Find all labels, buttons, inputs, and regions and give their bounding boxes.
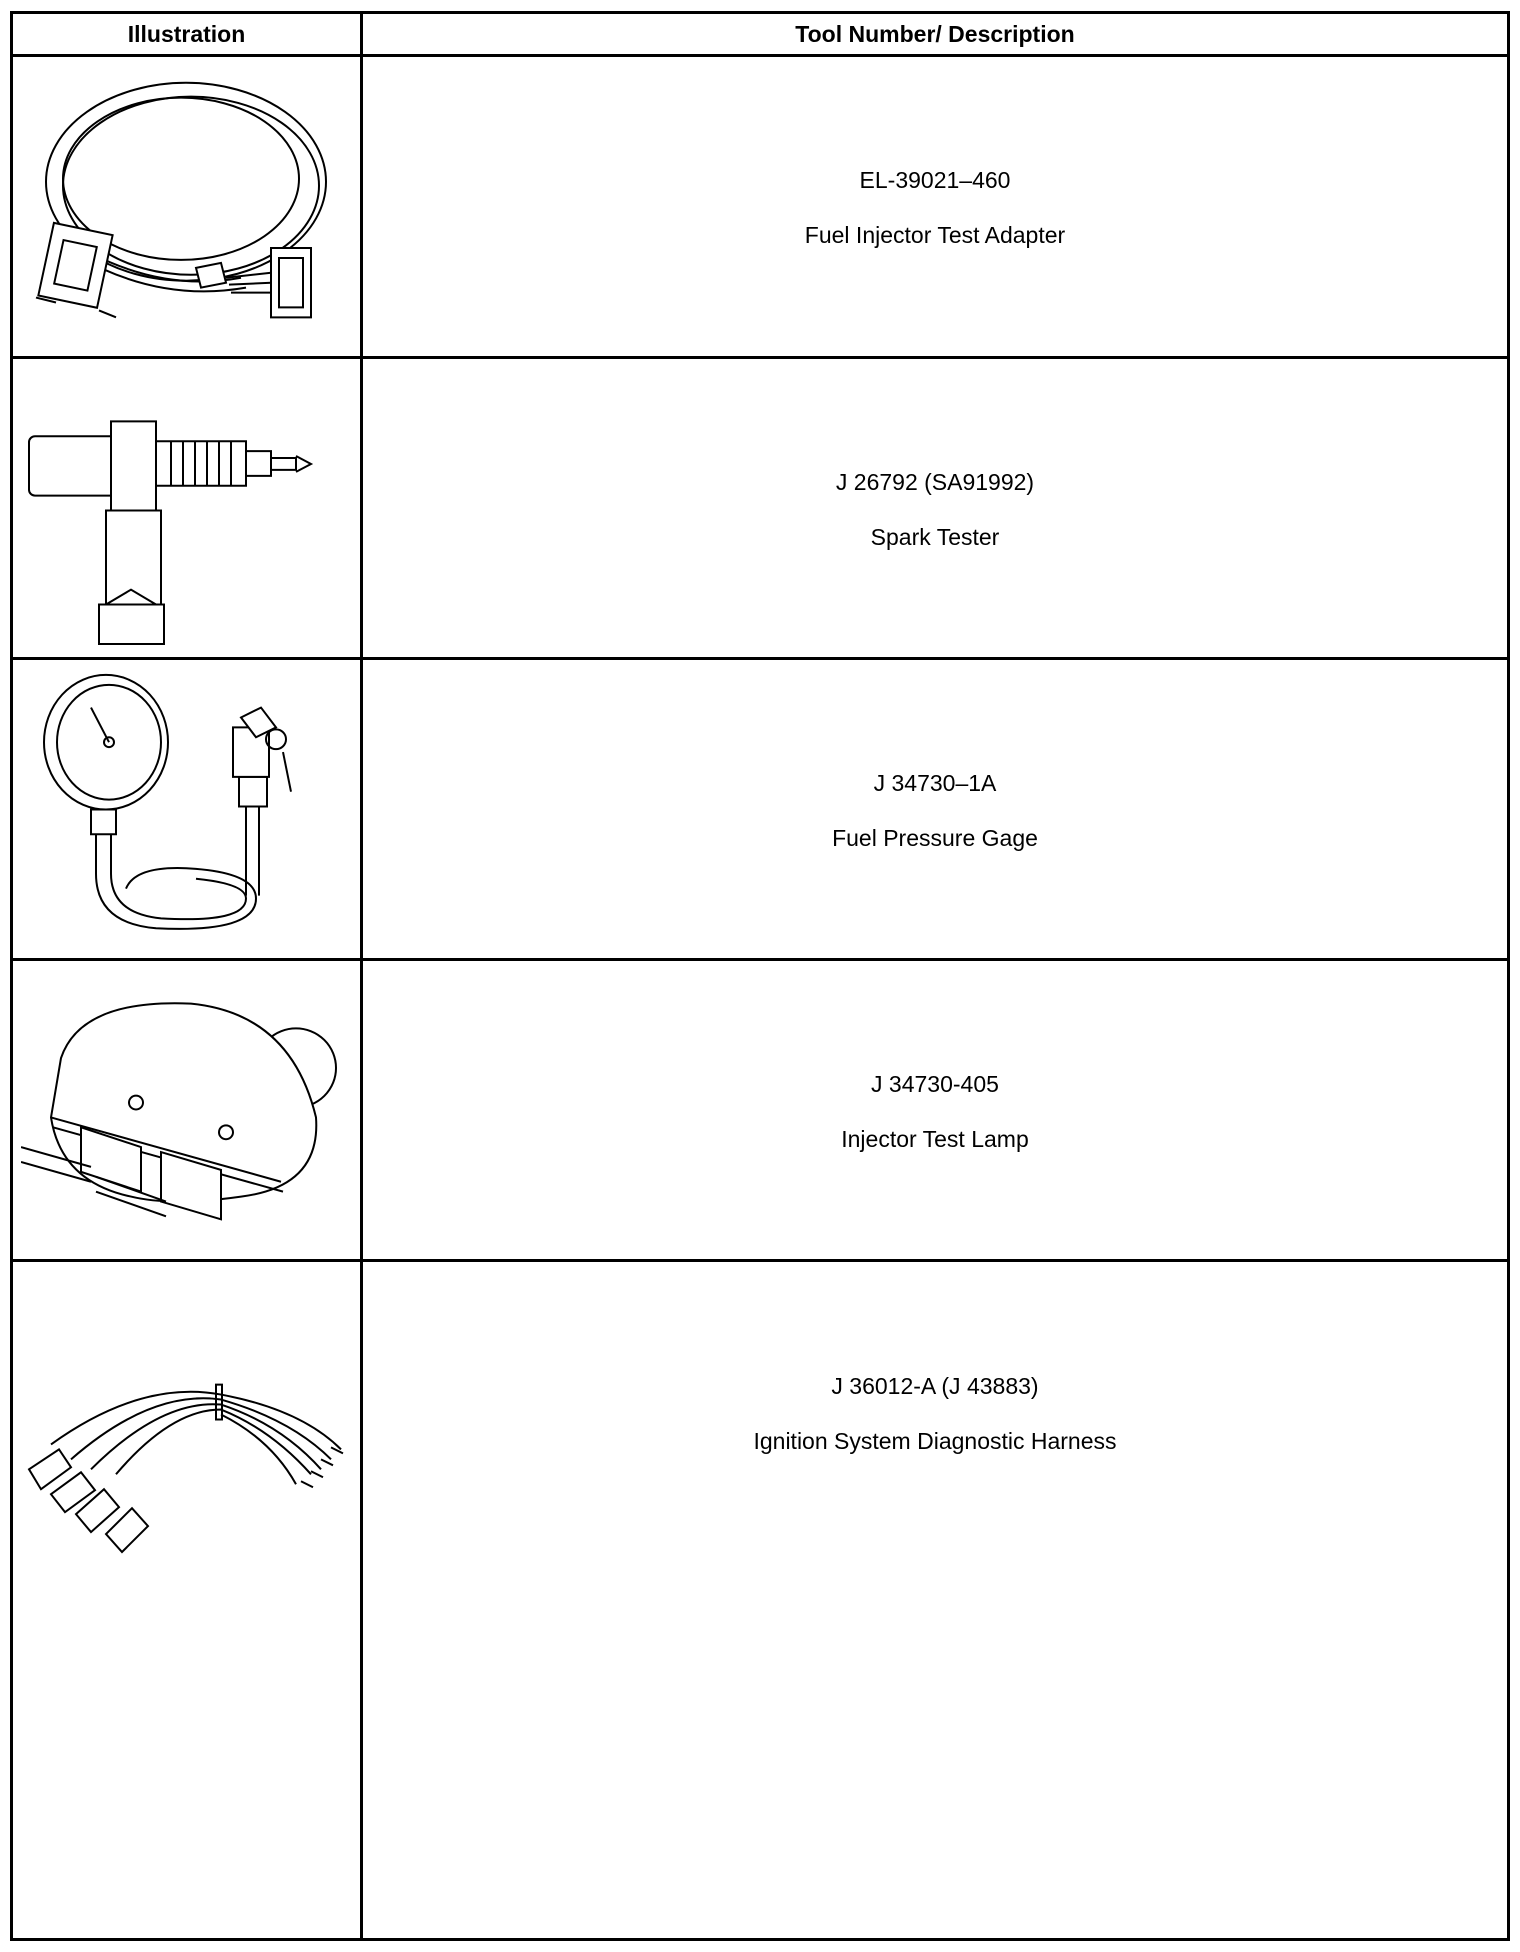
tool-number: J 26792 (SA91992) (835, 469, 1035, 495)
description-cell: J 26792 (SA91992) Spark Tester (363, 359, 1507, 657)
tool-number: J 34730-405 (871, 1071, 999, 1097)
test-lamp-icon (21, 969, 351, 1251)
tool-description: Ignition System Diagnostic Harness (753, 1428, 1117, 1454)
tool-number: EL-39021–460 (859, 167, 1011, 193)
description-header: Tool Number/ Description (795, 21, 1075, 47)
tool-description: Spark Tester (870, 524, 1000, 550)
illustration-header: Illustration (127, 21, 246, 47)
table-row: J 34730–1A Fuel Pressure Gage (13, 660, 1507, 961)
column-divider (360, 14, 363, 1938)
pressure-gauge-icon (21, 668, 351, 950)
harness-icon (21, 1270, 351, 1554)
description-cell: J 36012-A (J 43883) Ignition System Diag… (363, 1262, 1507, 1938)
description-cell: EL-39021–460 Fuel Injector Test Adapter (363, 57, 1507, 356)
table-row: EL-39021–460 Fuel Injector Test Adapter (13, 57, 1507, 359)
tool-table: Illustration Tool Number/ Description (10, 11, 1510, 1941)
cable-adapter-icon (21, 65, 351, 348)
tool-number: J 36012-A (J 43883) (831, 1373, 1039, 1399)
table-row: J 36012-A (J 43883) Ignition System Diag… (13, 1262, 1507, 1938)
description-cell: J 34730–1A Fuel Pressure Gage (363, 660, 1507, 958)
description-cell: J 34730-405 Injector Test Lamp (363, 961, 1507, 1259)
table-row: J 34730-405 Injector Test Lamp (13, 961, 1507, 1262)
illustration-cell (13, 660, 360, 958)
table-row: J 26792 (SA91992) Spark Tester (13, 359, 1507, 660)
tool-description: Injector Test Lamp (841, 1126, 1029, 1152)
illustration-cell (13, 961, 360, 1259)
illustration-cell (13, 57, 360, 356)
illustration-cell (13, 1262, 360, 1562)
illustration-cell (13, 359, 360, 657)
tool-number: J 34730–1A (873, 770, 997, 796)
tool-description: Fuel Injector Test Adapter (804, 222, 1066, 248)
tool-description: Fuel Pressure Gage (832, 825, 1038, 851)
spark-tester-icon (21, 367, 351, 649)
table-header: Illustration Tool Number/ Description (13, 14, 1507, 57)
